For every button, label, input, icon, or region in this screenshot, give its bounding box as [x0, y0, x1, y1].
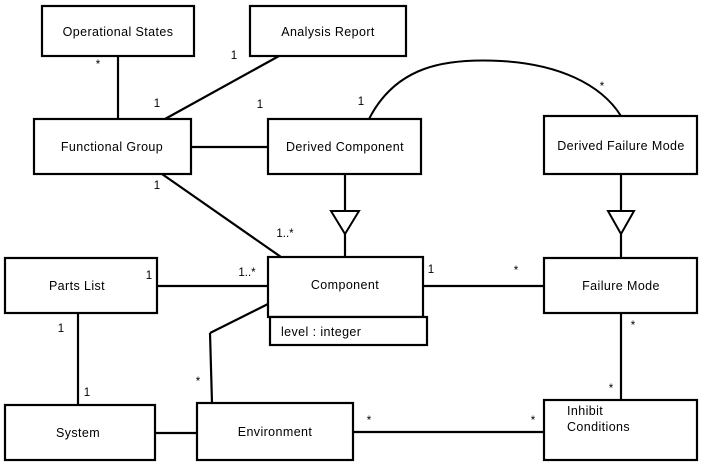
class-name-derived-component: Derived Component	[286, 140, 404, 154]
multiplicity-functional-group-component-far: 1..*	[276, 228, 294, 240]
class-attribute-component-level: level : integer	[281, 325, 361, 339]
class-name-functional-group: Functional Group	[61, 140, 163, 154]
multiplicity-functional-group-derived-component: 1	[257, 99, 263, 111]
generalization-triangle-derived-component	[329, 210, 361, 236]
multiplicity-component-failure-mode-far: *	[514, 265, 519, 277]
class-name-environment: Environment	[238, 425, 313, 439]
multiplicity-analysis-report-functional-group: 1	[154, 98, 160, 110]
class-box-derived-failure-mode	[542, 114, 699, 176]
class-failure-mode[interactable]: Failure Mode	[542, 256, 699, 315]
relationship-analysis-report-functional-group	[164, 55, 280, 120]
relationship-derived-component-derived-failure-mode	[368, 59, 622, 120]
relationship-component-environment-diagonal	[209, 302, 271, 334]
multiplicity-failure-mode-inhibit-bottom: *	[609, 383, 614, 395]
multiplicity-derived-failure-mode-curve: *	[600, 81, 605, 93]
multiplicity-component-environment: *	[196, 376, 201, 388]
class-derived-component[interactable]: Derived Component	[266, 117, 423, 176]
class-attribute-compartment-component	[268, 315, 429, 347]
multiplicity-parts-list-system-top: 1	[58, 323, 64, 335]
relationship-component-environment-vertical	[208, 332, 214, 404]
multiplicity-functional-group-component-near: 1	[154, 180, 160, 192]
multiplicity-derived-component-curve: 1	[358, 96, 364, 108]
class-box-derived-component	[266, 117, 423, 176]
class-name-failure-mode: Failure Mode	[582, 279, 660, 293]
class-analysis-report[interactable]: Analysis Report	[248, 4, 408, 58]
multiplicity-parts-list-component-far: 1..*	[238, 267, 256, 279]
multiplicity-environment-inhibit-left: *	[367, 415, 372, 427]
class-functional-group[interactable]: Functional Group	[32, 117, 193, 176]
multiplicity-failure-mode-inhibit-top: *	[631, 320, 636, 332]
class-name-operational-states: Operational States	[63, 25, 174, 39]
multiplicity-environment-inhibit-right: *	[531, 415, 536, 427]
class-environment[interactable]: Environment	[195, 401, 355, 462]
generalization-triangle-derived-failure-mode	[606, 210, 636, 237]
multiplicity-parts-list-system-bottom: 1	[84, 387, 90, 399]
class-derived-failure-mode[interactable]: Derived Failure Mode	[542, 114, 699, 176]
class-component[interactable]: Component level : integer	[266, 255, 429, 347]
class-box-functional-group	[32, 117, 193, 176]
multiplicity-operational-states-functional-group: *	[96, 59, 101, 71]
class-box-inhibit-conditions	[542, 398, 699, 462]
class-parts-list[interactable]: Parts List	[3, 256, 159, 315]
class-name-parts-list: Parts List	[49, 279, 105, 293]
class-box-environment	[195, 401, 355, 462]
class-name-analysis-report: Analysis Report	[281, 25, 375, 39]
class-name-inhibit-conditions-line2: Conditions	[567, 420, 630, 434]
class-box-analysis-report	[248, 4, 408, 58]
multiplicity-component-failure-mode-near: 1	[428, 264, 434, 276]
class-box-system	[3, 403, 157, 462]
class-system[interactable]: System	[3, 403, 157, 462]
multiplicity-analysis-report-top: 1	[231, 50, 237, 62]
class-name-derived-failure-mode: Derived Failure Mode	[557, 139, 685, 153]
class-name-component: Component	[311, 278, 379, 292]
multiplicity-parts-list-component-near: 1	[146, 270, 152, 282]
class-name-inhibit-conditions-line1: Inhibit	[567, 404, 603, 418]
class-box-operational-states	[40, 4, 196, 58]
class-box-component	[266, 255, 425, 319]
class-operational-states[interactable]: Operational States	[40, 4, 196, 58]
class-name-system: System	[56, 426, 100, 440]
class-box-failure-mode	[542, 256, 699, 315]
relationship-functional-group-component	[161, 173, 282, 258]
class-inhibit-conditions[interactable]: Inhibit Conditions	[542, 398, 699, 462]
class-box-parts-list	[3, 256, 159, 315]
